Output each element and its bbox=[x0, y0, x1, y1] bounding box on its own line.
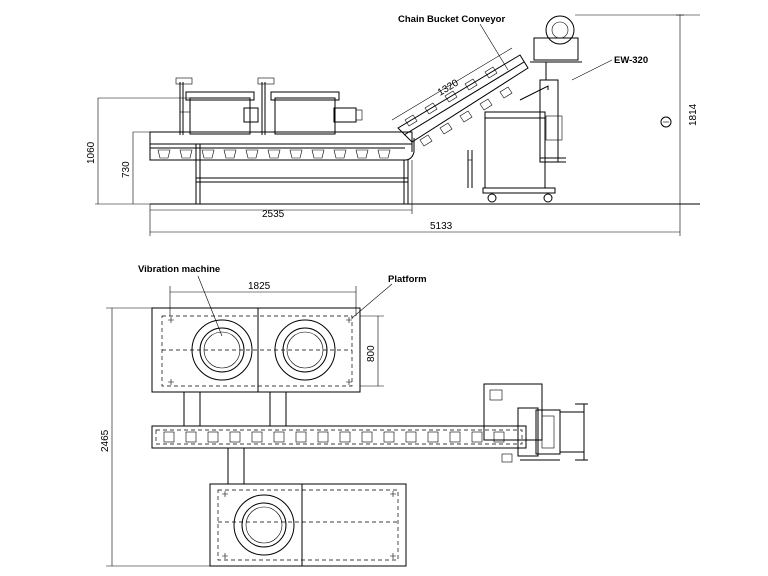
platform-label: Platform bbox=[388, 274, 427, 285]
dim-total-height-text: 1814 bbox=[688, 103, 699, 126]
top-view: Vibration machine Platform 1825 800 2465 bbox=[100, 264, 588, 567]
top-conveyor bbox=[151, 425, 527, 484]
conveyor-label: Chain Bucket Conveyor bbox=[398, 14, 505, 25]
dim-total-width bbox=[106, 307, 210, 567]
vibration-hoppers-side bbox=[175, 77, 363, 135]
ew320-leader bbox=[571, 59, 613, 81]
dim-total-width-text: 2465 bbox=[100, 429, 111, 452]
ew320-label: EW-320 bbox=[614, 55, 648, 66]
dim-platform-height bbox=[95, 97, 190, 205]
dim-incline-line bbox=[391, 47, 513, 121]
packing-machine-ew320 bbox=[482, 15, 672, 203]
horizontal-conveyor bbox=[149, 131, 415, 204]
upper-platform bbox=[151, 307, 361, 426]
top-packing-machine bbox=[483, 383, 588, 463]
chain-bucket-conveyor bbox=[397, 54, 529, 188]
dim-total-length bbox=[150, 204, 681, 236]
dim-platform-height-text: 1060 bbox=[86, 141, 97, 164]
dim-horizontal-length bbox=[149, 160, 413, 236]
dim-platform-width-text: 800 bbox=[366, 345, 377, 362]
dim-belt-height bbox=[132, 131, 150, 204]
dim-platform-length bbox=[169, 286, 357, 316]
dim-horizontal-length-text: 2535 bbox=[262, 209, 285, 220]
dim-total-height bbox=[575, 14, 700, 205]
dim-platform-length-text: 1825 bbox=[248, 281, 271, 292]
lower-platform bbox=[209, 483, 407, 567]
vibration-label: Vibration machine bbox=[138, 264, 220, 275]
dim-platform-width bbox=[360, 315, 384, 387]
platform-leader bbox=[351, 283, 393, 319]
dim-total-length-text: 5133 bbox=[430, 221, 453, 232]
vibration-leader bbox=[197, 275, 223, 337]
dim-belt-height-text: 730 bbox=[121, 161, 132, 178]
conveyor-leader bbox=[479, 23, 509, 71]
side-view: Chain Bucket Conveyor EW-320 1320 1814 1… bbox=[86, 14, 700, 236]
